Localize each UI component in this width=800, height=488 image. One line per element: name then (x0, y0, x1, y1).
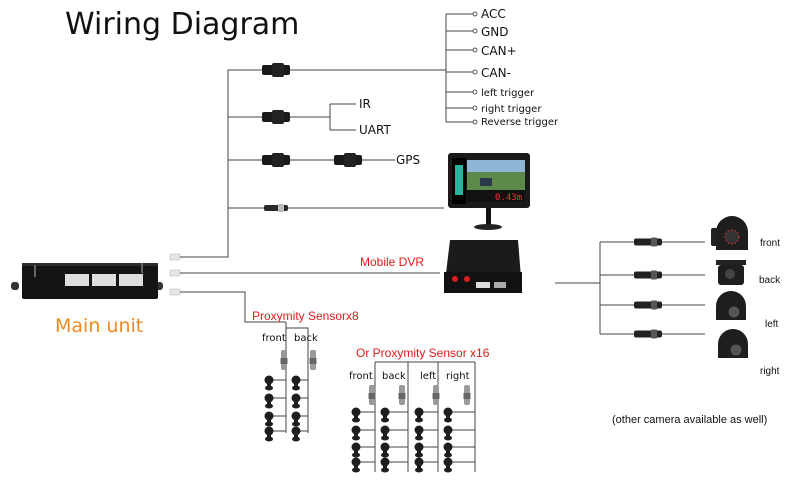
connector-icon (262, 110, 290, 124)
signal-label-right-trigger: right trigger (481, 104, 542, 115)
prox16-group-back: back (382, 371, 406, 382)
sensor-plug-icon (432, 385, 440, 405)
camera-label-right: right (760, 366, 780, 377)
proximity-sensor-icon (291, 411, 301, 427)
proximity-sensor-icon (291, 393, 301, 409)
video-connector-icon (264, 204, 288, 212)
connector-icon (262, 153, 290, 167)
signal-wires (446, 11, 478, 125)
proximity-sensor-icon (291, 375, 301, 391)
prox16-group-right: right (446, 371, 470, 382)
mobile-dvr-device (444, 240, 522, 293)
uart-label: UART (359, 123, 391, 137)
monitor-device: 0.43m (448, 153, 530, 230)
mobile-dvr-label: Mobile DVR (360, 255, 424, 269)
camera-label-left: left (765, 319, 779, 330)
proximity-sensor-icon (380, 442, 390, 458)
proximity-sensor-icon (380, 407, 390, 423)
camera-connector-icon (634, 270, 662, 280)
prox16-group-left: left (420, 371, 436, 382)
camera-connector-icon (634, 329, 662, 339)
signal-label-can-minus: CAN- (481, 66, 511, 80)
proximity-sensor-icon (443, 442, 453, 458)
camera-availability-note: (other camera available as well) (612, 414, 767, 426)
main-unit-label: Main unit (55, 315, 143, 337)
gps-connector-icon (334, 153, 362, 167)
back-camera-icon (716, 260, 746, 285)
sensor-plug-icon (280, 350, 288, 370)
sensor-plug-icon (309, 350, 317, 370)
gps-label: GPS (396, 153, 420, 167)
prox8-group-back: back (294, 333, 318, 344)
proximity-sensor-icon (380, 425, 390, 441)
proximity-sensor-icon (380, 457, 390, 473)
proximity-sensor-icon (351, 457, 361, 473)
proximity-sensor-icon (264, 426, 274, 442)
proximity-sensor-icon (443, 457, 453, 473)
white-plug-icon (169, 269, 181, 277)
proximity-sensor-icon (351, 407, 361, 423)
signal-label-can-plus: CAN+ (481, 44, 517, 58)
white-plug-icon (169, 288, 181, 296)
proximity-sensor-icon (291, 426, 301, 442)
sensor-plug-icon (398, 385, 406, 405)
diagram-title: Wiring Diagram (65, 7, 299, 42)
camera-connector-icon (634, 300, 662, 310)
left-camera-icon (716, 291, 746, 320)
proximity-sensor-icon (414, 442, 424, 458)
proximity-x16-label: Or Proxymity Sensor x16 (356, 346, 490, 360)
proximity-sensor-icon (264, 411, 274, 427)
signal-label-left-trigger: left trigger (481, 88, 535, 99)
white-plug-icon (169, 253, 181, 261)
camera-label-back: back (759, 275, 781, 286)
camera-connector-icon (634, 237, 662, 247)
monitor-readout: 0.43m (495, 193, 522, 203)
right-camera-icon (718, 329, 748, 358)
proximity-sensor-icon (351, 425, 361, 441)
proximity-sensor-icon (414, 425, 424, 441)
signal-label-reverse-trigger: Reverse trigger (481, 117, 559, 128)
proximity-sensor-icon (443, 407, 453, 423)
proximity-sensor-icon (264, 375, 274, 391)
sensor-plug-icon (368, 385, 376, 405)
prox16-group-front: front (349, 371, 373, 382)
camera-label-front: front (760, 238, 780, 249)
proximity-x8-label: Proxymity Sensorx8 (252, 309, 359, 323)
proximity-sensor-icon (443, 425, 453, 441)
sensor-plug-icon (463, 385, 471, 405)
proximity-sensor-icon (414, 457, 424, 473)
proximity-sensor-icon (351, 442, 361, 458)
proximity-sensor-icon (264, 393, 274, 409)
proximity-sensor-icon (414, 407, 424, 423)
main-unit-device (11, 263, 163, 299)
connector-icon (262, 63, 290, 77)
prox8-group-front: front (262, 333, 286, 344)
signal-label-gnd: GND (481, 25, 509, 39)
signal-label-acc: ACC (481, 7, 506, 21)
ir-label: IR (359, 97, 371, 111)
front-camera-icon (711, 216, 748, 250)
